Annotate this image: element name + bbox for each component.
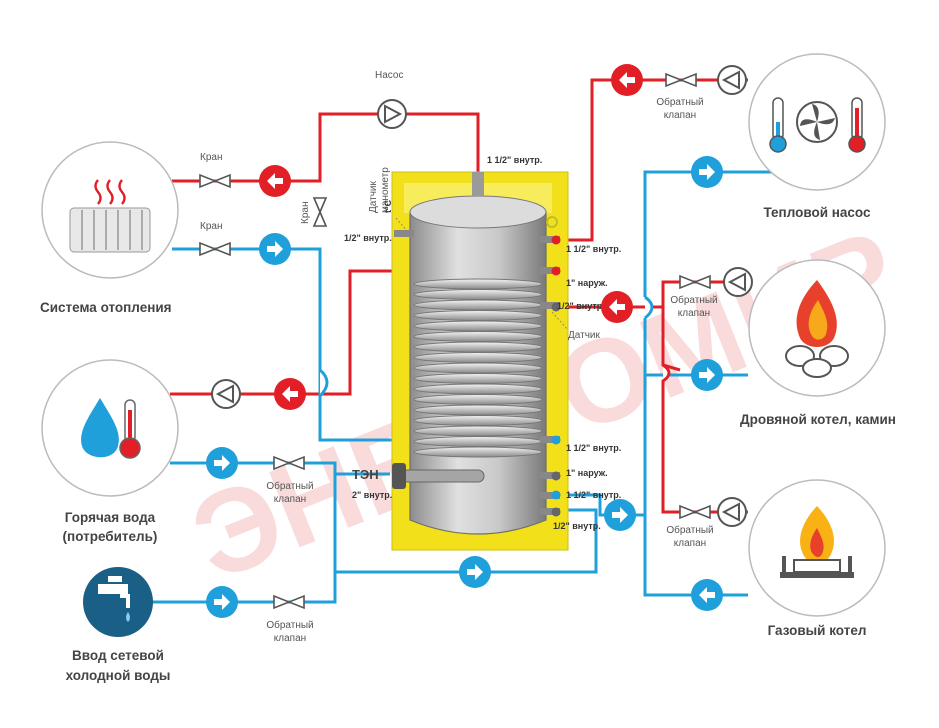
heat-pump-label: Тепловой насос xyxy=(763,205,871,220)
sensor-label: Датчик xyxy=(368,181,379,213)
heat-exchanger-coil xyxy=(413,278,543,458)
pump-heat-pump xyxy=(717,65,747,95)
heating-system-label: Система отопления xyxy=(40,300,172,315)
heat-pump-icon xyxy=(748,53,886,191)
flow-arrow-icon xyxy=(601,291,633,323)
hot-water-icon xyxy=(41,359,179,497)
pump-top-label: Насос xyxy=(375,70,403,81)
coil-turn xyxy=(413,289,543,300)
heating-system-icon xyxy=(41,141,179,279)
flow-arrow-icon xyxy=(691,156,723,188)
connection-stubs xyxy=(394,216,561,517)
flow-arrow-icon xyxy=(259,165,291,197)
valve-kran-2-label: Кран xyxy=(200,221,222,232)
coil-turn xyxy=(413,436,543,447)
pump-hot-water xyxy=(211,379,241,409)
ten-cap xyxy=(392,463,406,489)
coil-turn xyxy=(413,362,543,374)
coil-turn xyxy=(413,320,543,332)
conn-r5-label: 1" наруж. xyxy=(566,468,608,478)
pipe-bridge-2 xyxy=(644,295,654,320)
pipe-bridge xyxy=(318,368,329,398)
conn-r2-label: 1" наруж. xyxy=(566,278,608,288)
sensor-right-label: Датчик xyxy=(568,330,600,341)
valve-kran-vertical-label: Кран xyxy=(300,202,311,224)
conn-r3-label: 1/2" внутр. xyxy=(557,301,605,311)
valve-kran-1-label: Кран xyxy=(200,152,222,163)
conn-r6-label: 1 1/2" внутр. xyxy=(566,490,621,500)
wood-boiler-label: Дровяной котел, камин xyxy=(740,412,896,427)
coil-turn xyxy=(413,373,543,384)
pump-gas xyxy=(717,497,747,527)
conn-ten-label: 2" внутр. xyxy=(352,490,392,500)
boiler-tank xyxy=(391,171,569,551)
flow-arrows xyxy=(206,64,723,618)
flow-arrow-icon xyxy=(206,447,238,479)
gas-boiler-icon xyxy=(748,479,886,617)
coil-turn xyxy=(413,425,543,437)
manometer-label: манометр xyxy=(380,167,391,213)
coil-turn xyxy=(413,352,543,363)
conn-r1-label: 1 1/2" внутр. xyxy=(566,244,621,254)
coil-turn xyxy=(413,331,543,342)
flow-arrow-icon xyxy=(259,233,291,265)
flow-arrow-icon xyxy=(206,586,238,618)
cold-water-icon xyxy=(83,567,153,637)
cold-water-label-1: Ввод сетевой xyxy=(72,648,164,663)
wood-boiler-icon xyxy=(748,259,886,397)
conn-left-label: 1/2" внутр. xyxy=(344,233,392,243)
flow-arrow-icon xyxy=(691,579,723,611)
coil-turn xyxy=(413,394,543,405)
conn-r4-label: 1 1/2" внутр. xyxy=(566,443,621,453)
temp-label: t°C xyxy=(383,199,393,213)
flow-arrow-icon xyxy=(611,64,643,96)
flow-arrow-icon xyxy=(691,359,723,391)
coil-turn xyxy=(413,446,543,458)
gas-boiler-label: Газовый котел xyxy=(768,623,867,638)
sensor-leader-2 xyxy=(395,217,409,233)
pipe-bridge-3 xyxy=(662,363,671,383)
flow-arrow-icon xyxy=(274,378,306,410)
coil-turn xyxy=(413,310,543,321)
hot-water-label-2: (потребитель) xyxy=(63,529,158,544)
valve-icons xyxy=(199,72,711,610)
coil-turn xyxy=(413,299,543,311)
coil-turn xyxy=(413,341,543,353)
tank-top-pipe xyxy=(472,172,484,196)
conn-top-label: 1 1/2" внутр. xyxy=(487,155,542,165)
flow-arrow-icon xyxy=(604,499,636,531)
tank-top xyxy=(409,195,547,229)
coil-turn xyxy=(413,383,543,395)
flow-arrow-icon xyxy=(459,556,491,588)
pump-wood xyxy=(723,267,753,297)
sensor-leader xyxy=(551,311,569,331)
ten-label: ТЭН xyxy=(352,467,379,482)
pump-top xyxy=(377,99,407,129)
conn-r7-label: 1/2" внутр. xyxy=(553,521,601,531)
coil-turn xyxy=(413,278,543,290)
cold-water-label-2: холодной воды xyxy=(66,668,171,683)
hot-water-label-1: Горячая вода xyxy=(65,510,156,525)
coil-turn xyxy=(413,415,543,426)
ten-heater xyxy=(393,469,485,483)
coil-turn xyxy=(413,404,543,416)
